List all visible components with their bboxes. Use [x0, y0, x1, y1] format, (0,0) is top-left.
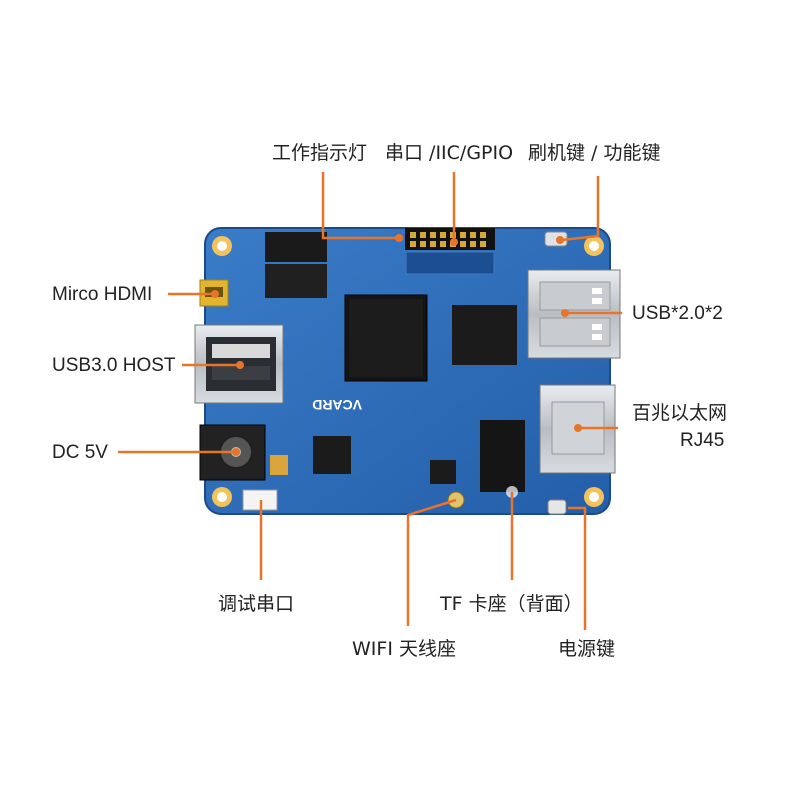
callout-lines — [118, 172, 622, 630]
board-logo: VCARD — [312, 397, 362, 413]
label-usb2x2: USB*2.0*2 — [632, 303, 723, 324]
callout-power — [568, 506, 587, 630]
label-dc-5v: DC 5V — [52, 442, 108, 463]
label-work-led: 工作指示灯 — [272, 142, 368, 164]
label-flash-func-key: 刷机键 / 功能键 — [528, 142, 661, 164]
callout-flash-key — [561, 176, 600, 242]
gpio-header — [405, 228, 495, 275]
ethernet-magnetics — [480, 420, 525, 492]
label-ethernet-cn: 百兆以太网 — [632, 402, 728, 424]
label-tf-slot: TF 卡座（背面） — [440, 593, 583, 615]
label-power-key: 电源键 — [558, 638, 616, 660]
label-wifi-antenna: WIFI 天线座 — [352, 638, 456, 660]
label-micro-hdmi: Mirco HDMI — [52, 284, 153, 305]
label-serial-iic-gpio: 串口 /IIC/GPIO — [385, 142, 514, 164]
pmic-chip — [313, 436, 351, 474]
label-usb3-host: USB3.0 HOST — [52, 355, 176, 376]
callout-wifi — [406, 498, 457, 626]
callout-work-led — [321, 172, 397, 240]
flash-chip-top — [265, 232, 327, 262]
power-button — [547, 499, 567, 515]
flash-chip-bottom — [265, 264, 327, 298]
label-debug-serial: 调试串口 — [218, 593, 295, 615]
mounting-holes — [212, 236, 604, 507]
ram-chip — [452, 305, 517, 365]
ethernet-phy-chip — [430, 460, 456, 484]
label-ethernet-rj45: RJ45 — [680, 430, 725, 451]
dc-capacitor — [270, 455, 288, 475]
